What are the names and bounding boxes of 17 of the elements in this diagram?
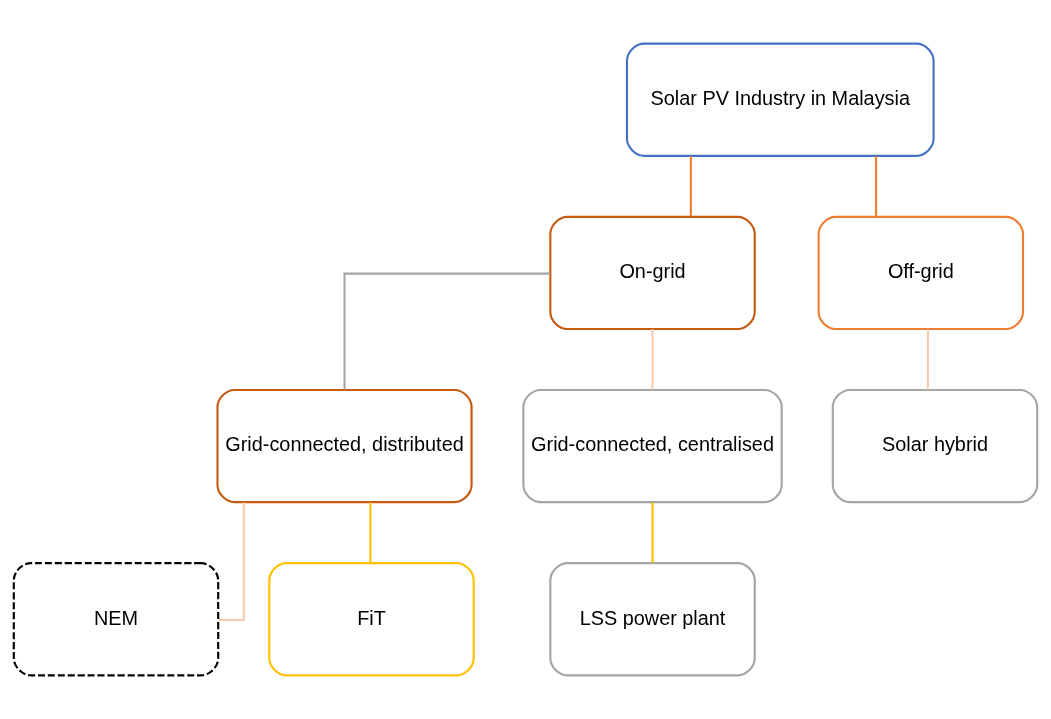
- node-box: Grid-connected, centralised: [522, 388, 783, 504]
- node-box: Off-grid: [817, 215, 1025, 331]
- connector: [926, 329, 929, 390]
- node-box: NEM: [12, 562, 220, 677]
- node-box: FiT: [268, 562, 475, 677]
- node-box: LSS power plant: [549, 562, 756, 677]
- connector: [875, 155, 878, 217]
- connector: [343, 272, 550, 390]
- node-box: Solar hybrid: [831, 388, 1039, 504]
- node-box: Solar PV Industry in Malaysia: [625, 42, 935, 157]
- connector: [651, 502, 654, 563]
- node-box: Grid-connected, distributed: [216, 388, 473, 504]
- connector: [369, 502, 372, 563]
- connector: [218, 502, 245, 622]
- connector: [651, 329, 654, 390]
- connector: [689, 155, 692, 217]
- node-box: On-grid: [549, 215, 756, 331]
